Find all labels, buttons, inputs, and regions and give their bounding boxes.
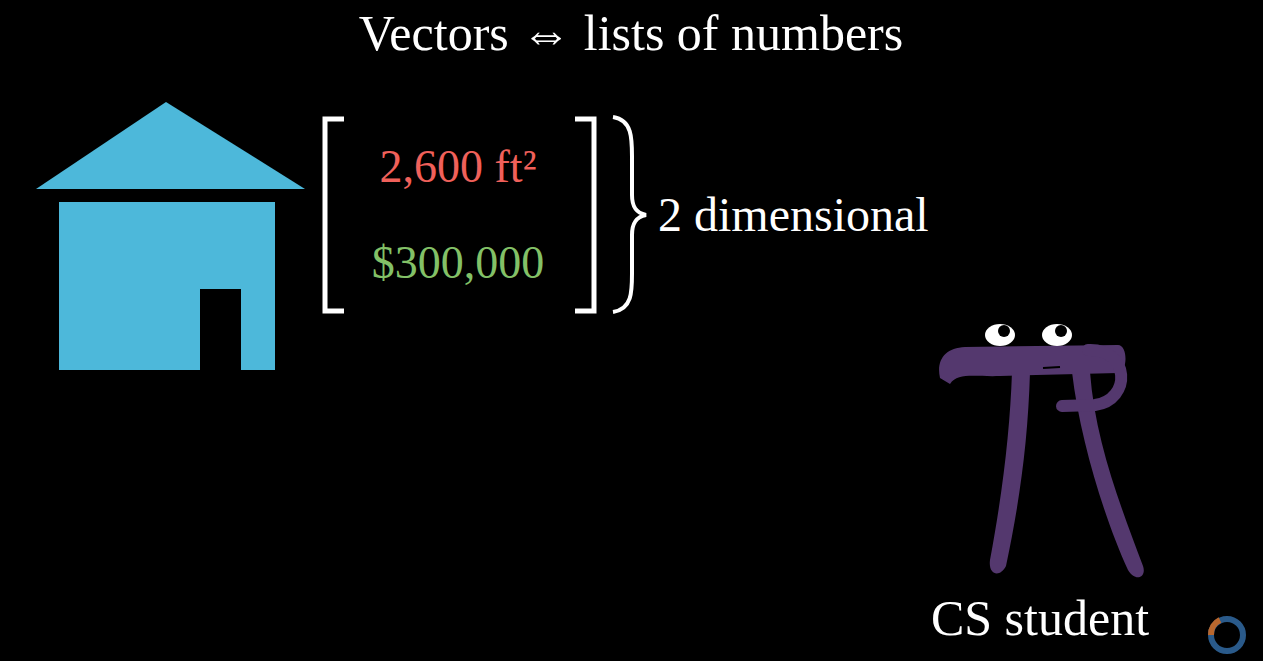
character-label: CS student bbox=[931, 593, 1149, 643]
dimension-label: 2 dimensional bbox=[658, 191, 929, 239]
matrix-bracket bbox=[325, 119, 594, 311]
area-value: 2,600 ft² bbox=[380, 144, 537, 190]
pi-creature bbox=[939, 324, 1144, 577]
house-icon bbox=[36, 102, 305, 371]
price-value: $300,000 bbox=[372, 240, 545, 286]
title: Vectors ⇔ lists of numbers bbox=[359, 8, 903, 58]
curly-brace bbox=[613, 117, 646, 312]
logo-icon bbox=[1211, 619, 1243, 651]
